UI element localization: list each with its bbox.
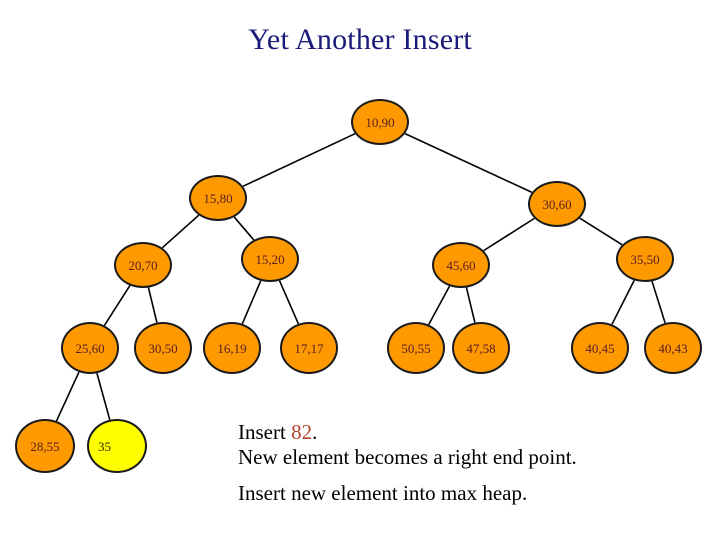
tree-node[interactable]: 35,50 — [616, 236, 674, 282]
tree-edge — [96, 373, 111, 421]
tree-node-label: 15,20 — [255, 251, 285, 267]
tree-node-label: 40,43 — [658, 340, 688, 356]
tree-node-label: 47,58 — [466, 340, 496, 356]
tree-edge — [55, 371, 80, 422]
tree-node[interactable]: 50,55 — [387, 322, 445, 374]
tree-edge — [427, 285, 451, 326]
tree-edge — [242, 132, 356, 188]
tree-node-label: 16,19 — [217, 340, 247, 356]
tree-edge — [483, 217, 535, 252]
tree-edge — [611, 279, 635, 325]
tree-node[interactable]: 28,55 — [15, 419, 75, 473]
tree-node[interactable]: 30,60 — [528, 181, 586, 227]
tree-node[interactable]: 16,19 — [203, 322, 261, 374]
tree-edge — [241, 280, 262, 325]
inserted-value: 82 — [291, 420, 313, 444]
tree-edge — [579, 217, 623, 246]
tree-node-label: 30,60 — [542, 196, 572, 212]
tree-node[interactable]: 10,90 — [351, 99, 409, 145]
caption-insert-suffix: . — [312, 420, 318, 444]
tree-node-label: 40,45 — [585, 340, 615, 356]
tree-node[interactable]: 15,80 — [189, 175, 247, 221]
tree-node-label: 35 — [98, 438, 111, 454]
tree-node-label: 25,60 — [75, 340, 105, 356]
tree-node-label: 50,55 — [401, 340, 431, 356]
tree-node-label: 20,70 — [128, 257, 158, 273]
tree-node[interactable]: 25,60 — [61, 322, 119, 374]
tree-node[interactable]: 47,58 — [452, 322, 510, 374]
tree-node-label: 15,80 — [203, 190, 233, 206]
tree-node-label: 28,55 — [30, 438, 60, 454]
tree-node[interactable]: 20,70 — [114, 242, 172, 288]
tree-node[interactable]: 15,20 — [241, 236, 299, 282]
caption-line-insert: Insert 82. — [238, 420, 708, 445]
tree-node[interactable]: 40,45 — [571, 322, 629, 374]
tree-edge — [103, 285, 131, 326]
tree-node-new[interactable]: 35 — [87, 419, 147, 473]
caption-line-right-end-point: New element becomes a right end point. — [238, 445, 577, 469]
tree-edge — [278, 280, 300, 325]
tree-node-label: 30,50 — [148, 340, 178, 356]
caption-block: Insert 82. New element becomes a right e… — [238, 420, 708, 506]
tree-edge — [233, 216, 255, 241]
tree-node[interactable]: 40,43 — [644, 322, 702, 374]
tree-node-label: 35,50 — [630, 251, 660, 267]
tree-node[interactable]: 17,17 — [280, 322, 338, 374]
caption-insert-prefix: Insert — [238, 420, 292, 444]
tree-edge — [651, 281, 666, 324]
tree-node-label: 10,90 — [365, 114, 395, 130]
tree-edge — [404, 132, 533, 194]
tree-edge — [161, 214, 200, 249]
tree-edge — [465, 287, 476, 323]
tree-node-label: 17,17 — [294, 340, 324, 356]
caption-line-insert-into-heap: Insert new element into max heap. — [238, 481, 528, 505]
tree-node[interactable]: 30,50 — [134, 322, 192, 374]
tree-node-label: 45,60 — [446, 257, 476, 273]
page-title: Yet Another Insert — [248, 23, 472, 56]
tree-edge — [147, 287, 158, 323]
tree-node[interactable]: 45,60 — [432, 242, 490, 288]
